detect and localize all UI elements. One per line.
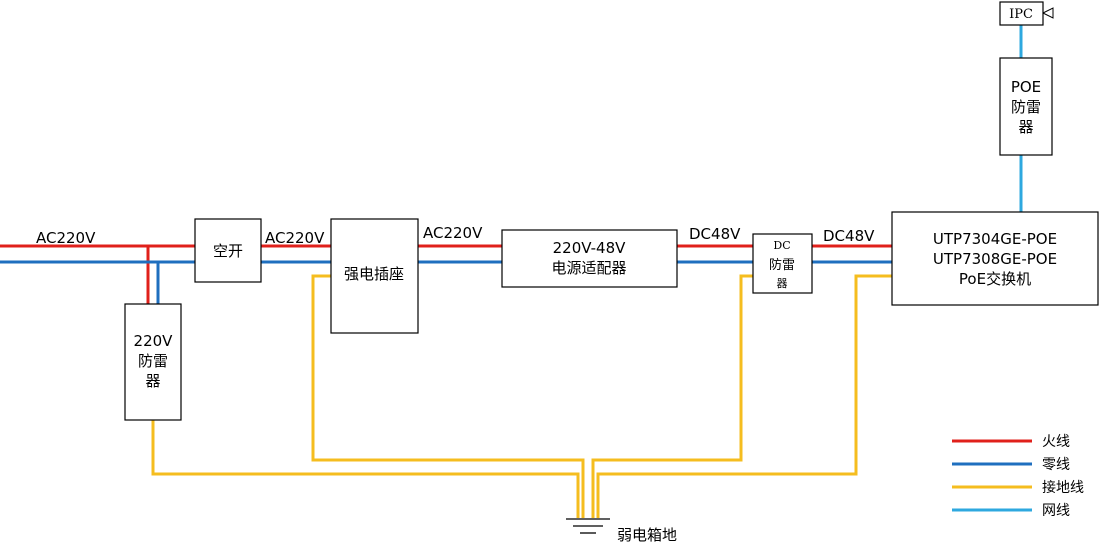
adapter-box[interactable]: 220V-48V 电源适配器	[501, 229, 678, 288]
ground-wire-socket	[311, 274, 585, 518]
switch-model-2: UTP7308GE-POE	[933, 250, 1057, 268]
ground-symbol	[566, 518, 610, 534]
switch-name: PoE交换机	[959, 270, 1031, 288]
poe-arrester-line-1: POE	[1011, 78, 1041, 96]
legend-label-ground: 接地线	[1042, 479, 1084, 496]
switch-model-1: UTP7304GE-POE	[933, 230, 1057, 248]
power-socket-label: 强电插座	[344, 265, 404, 283]
legend-label-network: 网线	[1042, 503, 1070, 519]
poe-arrester-box[interactable]: POE 防雷 器	[999, 57, 1053, 156]
label-ac-after-breaker: AC220V	[265, 229, 325, 247]
ground-wire-220v-arrester	[151, 420, 580, 518]
ground-wire-switch	[596, 274, 892, 518]
breaker-box[interactable]: 空开	[194, 218, 262, 283]
ipc-camera-lens-icon	[1042, 7, 1054, 19]
ipc-label: IPC	[1009, 7, 1033, 22]
arrester-220v-line-1: 220V	[134, 332, 174, 350]
legend-label-neutral: 零线	[1042, 457, 1070, 473]
ipc-box[interactable]: IPC	[999, 1, 1054, 26]
label-ac-in: AC220V	[36, 229, 96, 247]
dc-arrester-box[interactable]: DC 防雷 器	[752, 233, 813, 294]
live-wires	[0, 244, 892, 304]
ground-label: 弱电箱地	[617, 526, 677, 544]
label-dc-after-adapter: DC48V	[689, 225, 741, 243]
ground-wires	[151, 274, 892, 518]
label-dc-after-arrester: DC48V	[823, 227, 875, 245]
arrester-220v-line-2: 防雷	[138, 352, 168, 370]
legend-label-live: 火线	[1042, 434, 1070, 450]
dc-arrester-line-2: 防雷	[769, 257, 795, 273]
power-socket-box[interactable]: 强电插座	[330, 218, 419, 334]
neutral-wires	[0, 260, 892, 304]
ground-wire-dc-arrester	[591, 274, 753, 518]
adapter-line-1: 220V-48V	[553, 239, 627, 257]
dc-arrester-line-1: DC	[773, 239, 790, 252]
arrester-220v-line-3: 器	[145, 372, 160, 390]
poe-arrester-line-3: 器	[1018, 118, 1033, 136]
breaker-label: 空开	[213, 242, 243, 260]
adapter-line-2: 电源适配器	[551, 259, 626, 277]
poe-arrester-line-2: 防雷	[1011, 98, 1041, 116]
arrester-220v-box[interactable]: 220V 防雷 器	[124, 303, 182, 421]
legend: 火线 零线 接地线 网线	[952, 434, 1084, 519]
poe-switch-box[interactable]: UTP7304GE-POE UTP7308GE-POE PoE交换机	[891, 211, 1099, 306]
label-ac-after-socket: AC220V	[423, 224, 483, 242]
dc-arrester-line-3: 器	[777, 277, 788, 290]
